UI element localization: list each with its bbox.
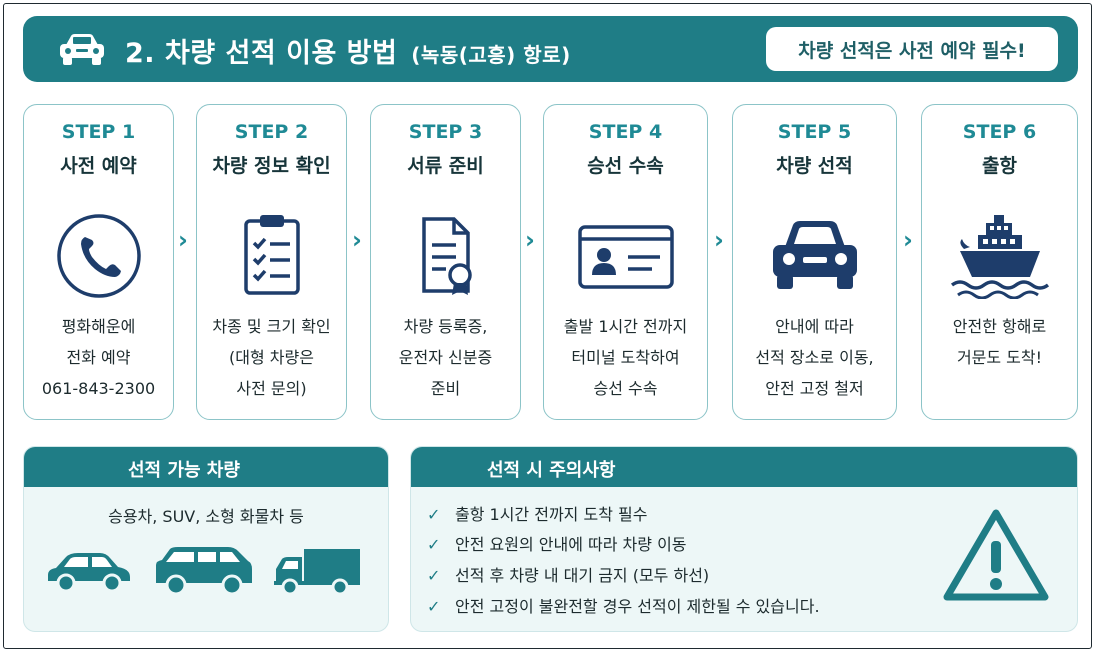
- step-label: STEP 3: [408, 121, 483, 143]
- step-description: 안전한 항해로 거문도 도착!: [922, 311, 1077, 373]
- caution-item: ✓ 안전 고정이 불완전할 경우 선적이 제한될 수 있습니다.: [427, 593, 820, 617]
- car-front-icon: [772, 221, 857, 289]
- check-icon: ✓: [427, 505, 441, 524]
- step-card-2: STEP 2 차량 정보 확인 차종 및 크기 확인 (대형 차량은 사전 문의…: [196, 104, 347, 420]
- step-name: 차량 선적: [776, 155, 853, 177]
- route-subtitle: (녹동(고흥) 항로): [411, 43, 571, 67]
- chevron-right-icon: ›: [903, 226, 913, 254]
- step-card-3: STEP 3 서류 준비 차량 등록증, 운전자 신분증 준비: [370, 104, 521, 420]
- warning-icon: [943, 509, 1049, 601]
- caution-text: 안전 고정이 불완전할 경우 선적이 제한될 수 있습니다.: [455, 597, 820, 616]
- caution-text: 선적 후 차량 내 대기 금지 (모두 하선): [455, 566, 710, 585]
- vehicles-panel-title: 선적 가능 차량: [128, 460, 240, 481]
- suv-icon: [156, 547, 252, 595]
- step-name: 출항: [982, 155, 1017, 177]
- step-desc-line: 전화 예약: [66, 348, 131, 367]
- caution-item: ✓ 안전 요원의 안내에 따라 차량 이동: [427, 531, 687, 555]
- page-frame: [3, 3, 1092, 649]
- step-desc-line: 터미널 도착하여: [571, 348, 680, 367]
- step-description: 차량 등록증, 운전자 신분증 준비: [371, 311, 520, 404]
- check-icon: ✓: [427, 597, 441, 616]
- step-desc-line: 안전한 항해로: [952, 317, 1047, 336]
- phone-icon: [56, 214, 141, 298]
- step-description: 안내에 따라 선적 장소로 이동, 안전 고정 철저: [733, 311, 896, 404]
- reservation-notice-badge: 차량 선적은 사전 예약 필수!: [766, 27, 1058, 71]
- step-desc-line: 출발 1시간 전까지: [563, 317, 688, 336]
- step-desc-line: 승선 수속: [593, 379, 658, 398]
- step-name: 승선 수속: [587, 155, 664, 177]
- step-label: STEP 2: [234, 121, 309, 143]
- header-banner: 2. 차량 선적 이용 방법 (녹동(고흥) 항로) 차량 선적은 사전 예약 …: [23, 16, 1078, 82]
- caution-text: 출항 1시간 전까지 도착 필수: [455, 505, 648, 524]
- step-label: STEP 4: [588, 121, 663, 143]
- step-description: 출발 1시간 전까지 터미널 도착하여 승선 수속: [544, 311, 707, 404]
- clipboard-checklist-icon: [243, 215, 300, 295]
- step-label: STEP 6: [962, 121, 1037, 143]
- chevron-right-icon: ›: [525, 226, 535, 254]
- step-label: STEP 1: [61, 121, 136, 143]
- step-desc-line: 안전 고정 철저: [765, 379, 864, 398]
- vehicles-description: 승용차, SUV, 소형 화물차 등: [108, 507, 304, 526]
- vehicles-panel-header: 선적 가능 차량: [24, 447, 388, 487]
- step-desc-line: 사전 문의): [236, 379, 307, 398]
- cautions-panel: 선적 시 주의사항 ✓ 출항 1시간 전까지 도착 필수 ✓ 안전 요원의 안내에 …: [410, 446, 1078, 632]
- phone-number: 061-843-2300: [41, 379, 156, 398]
- step-desc-line: 안내에 따라: [775, 317, 854, 336]
- step-desc-line: 거문도 도착!: [956, 348, 1043, 367]
- truck-icon: [274, 549, 360, 595]
- caution-item: ✓ 출항 1시간 전까지 도착 필수: [427, 501, 647, 525]
- step-name: 차량 정보 확인: [212, 155, 331, 177]
- page-title: 2. 차량 선적 이용 방법 (녹동(고흥) 항로): [125, 31, 571, 70]
- cautions-panel-header: 선적 시 주의사항: [411, 447, 1077, 487]
- vehicles-panel: 선적 가능 차량 승용차, SUV, 소형 화물차 등: [23, 446, 389, 632]
- step-desc-line: 선적 장소로 이동,: [755, 348, 874, 367]
- step-description: 평화해운에 전화 예약 061-843-2300: [24, 311, 173, 404]
- ship-icon: [950, 215, 1049, 299]
- step-card-5: STEP 5 차량 선적 안내에 따라 선적 장소로 이동, 안전 고정 철저: [732, 104, 897, 420]
- document-certificate-icon: [421, 217, 472, 295]
- id-card-icon: [577, 225, 674, 289]
- step-desc-line: 평화해운에: [61, 317, 136, 336]
- caution-text: 안전 요원의 안내에 따라 차량 이동: [455, 535, 687, 554]
- step-card-6: STEP 6 출항 안전한 항해로 거문도 도착!: [921, 104, 1078, 420]
- step-name: 사전 예약: [60, 155, 137, 177]
- step-card-4: STEP 4 승선 수속 출발 1시간 전까지 터미널 도착하여 승선 수속: [543, 104, 708, 420]
- step-card-1: STEP 1 사전 예약 평화해운에 전화 예약 061-843-2300: [23, 104, 174, 420]
- page-title-text: 2. 차량 선적 이용 방법: [125, 38, 398, 69]
- chevron-right-icon: ›: [714, 226, 724, 254]
- chevron-right-icon: ›: [178, 226, 188, 254]
- cautions-panel-title: 선적 시 주의사항: [487, 460, 616, 481]
- caution-item: ✓ 선적 후 차량 내 대기 금지 (모두 하선): [427, 562, 709, 586]
- step-label: STEP 5: [777, 121, 852, 143]
- step-desc-line: 준비: [430, 379, 461, 398]
- step-name: 서류 준비: [407, 155, 484, 177]
- step-desc-line: 차량 등록증,: [403, 317, 488, 336]
- step-description: 차종 및 크기 확인 (대형 차량은 사전 문의): [197, 311, 346, 404]
- step-desc-line: (대형 차량은: [229, 348, 314, 367]
- step-desc-line: 운전자 신분증: [398, 348, 493, 367]
- chevron-right-icon: ›: [352, 226, 362, 254]
- sedan-icon: [48, 553, 130, 593]
- step-desc-line: 차종 및 크기 확인: [212, 317, 331, 336]
- check-icon: ✓: [427, 566, 441, 585]
- check-icon: ✓: [427, 535, 441, 554]
- car-icon: [60, 34, 104, 65]
